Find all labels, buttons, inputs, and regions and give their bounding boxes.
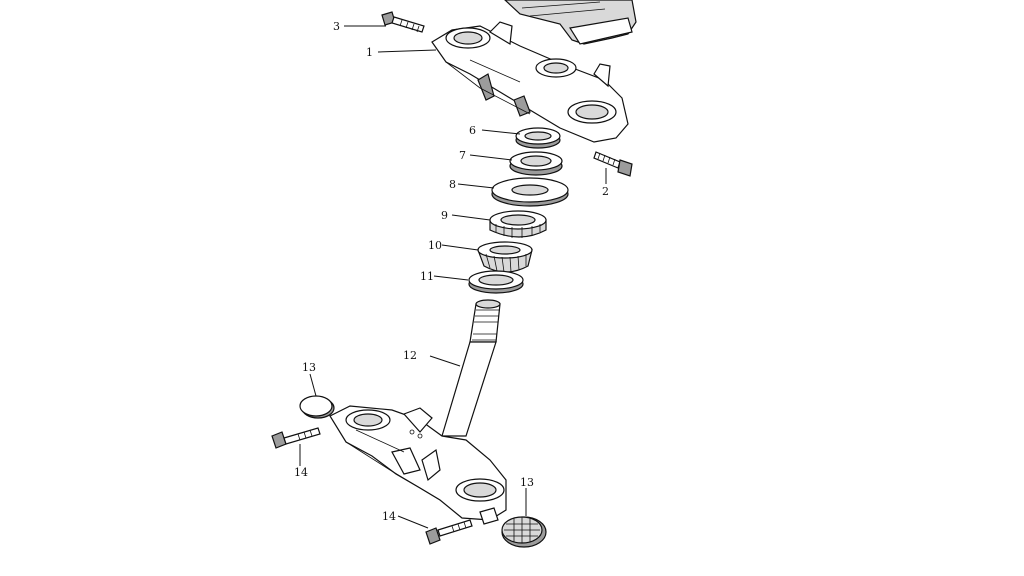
callout-14-left: 14: [294, 466, 308, 479]
callout-3: 3: [333, 20, 340, 33]
callout-14-bottom: 14: [382, 510, 396, 523]
callout-7: 7: [459, 149, 466, 162]
callout-13-right: 13: [520, 476, 534, 489]
leader-lines: [299, 25, 607, 529]
nut-6: [515, 127, 561, 149]
bolt-14-bottom: [425, 519, 473, 545]
steering-stem-lower-clamp: [329, 299, 507, 525]
callout-9: 9: [441, 209, 448, 222]
callout-8: 8: [449, 178, 456, 191]
callout-2: 2: [602, 185, 609, 198]
bearing-race-9: [489, 210, 547, 238]
bolt-2: [593, 151, 633, 177]
bolt-3: [381, 11, 425, 33]
callout-10: 10: [428, 239, 442, 252]
callout-6: 6: [469, 124, 476, 137]
dust-cover-8: [491, 177, 569, 207]
bearing-10: [477, 241, 533, 273]
bearing-race-11: [468, 270, 524, 294]
callout-13-left: 13: [302, 361, 316, 374]
callout-labels: 3 1 6 7 8 2 9 10 11 12 13 14 13 14: [294, 20, 609, 523]
callout-11: 11: [420, 270, 434, 283]
upper-triple-clamp: [431, 21, 629, 143]
cap-13-left: [299, 395, 335, 419]
cap-13-right: [501, 516, 547, 548]
handlebar-clamp: [504, 0, 637, 45]
lock-washer-7: [509, 151, 563, 176]
bolt-14-left: [271, 427, 321, 449]
callout-12: 12: [403, 349, 417, 362]
callout-1: 1: [366, 46, 373, 59]
